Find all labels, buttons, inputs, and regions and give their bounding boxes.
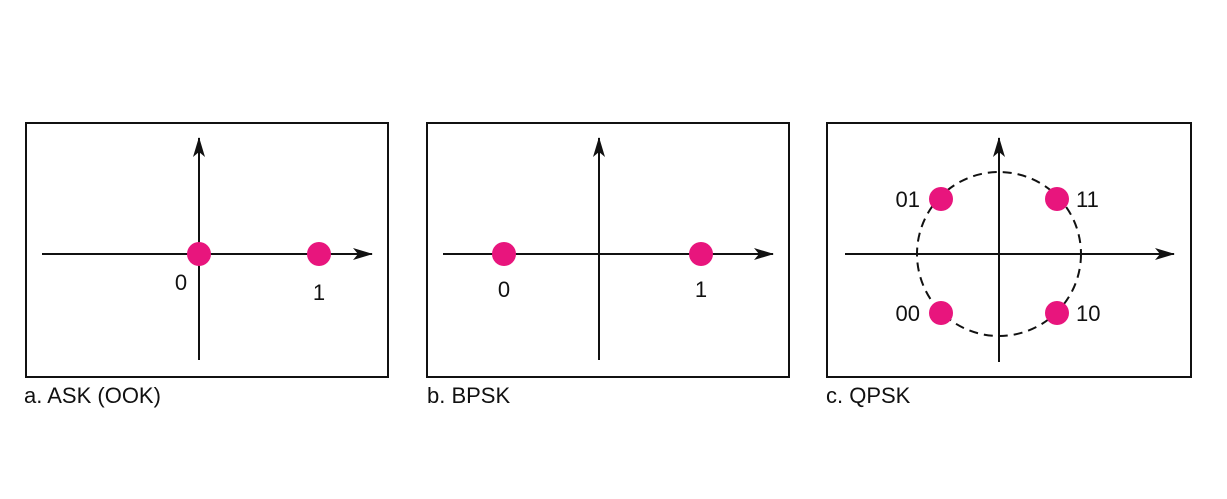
constellation-point [187,242,211,266]
constellation-point [929,187,953,211]
point-label: 1 [313,280,325,305]
caption-qpsk: c. QPSK [826,383,911,408]
caption-bpsk: b. BPSK [427,383,511,408]
constellation-point [492,242,516,266]
point-label: 00 [896,301,920,326]
constellation-point [1045,301,1069,325]
point-label: 01 [896,187,920,212]
constellation-point [1045,187,1069,211]
point-label: 1 [695,277,707,302]
point-label: 0 [498,277,510,302]
panel-frame [426,122,790,378]
panel-bpsk: 0 1 [426,122,790,378]
panel-ask: 0 1 [25,122,389,378]
constellation-point [689,242,713,266]
panel-frame [25,122,389,378]
constellation-point [929,301,953,325]
point-label: 0 [175,270,187,295]
constellation-point [307,242,331,266]
panel-qpsk: 01 11 00 10 [826,122,1192,378]
panel-frame [826,122,1192,378]
point-label: 10 [1076,301,1100,326]
point-label: 11 [1076,187,1099,212]
caption-ask: a. ASK (OOK) [24,383,161,408]
